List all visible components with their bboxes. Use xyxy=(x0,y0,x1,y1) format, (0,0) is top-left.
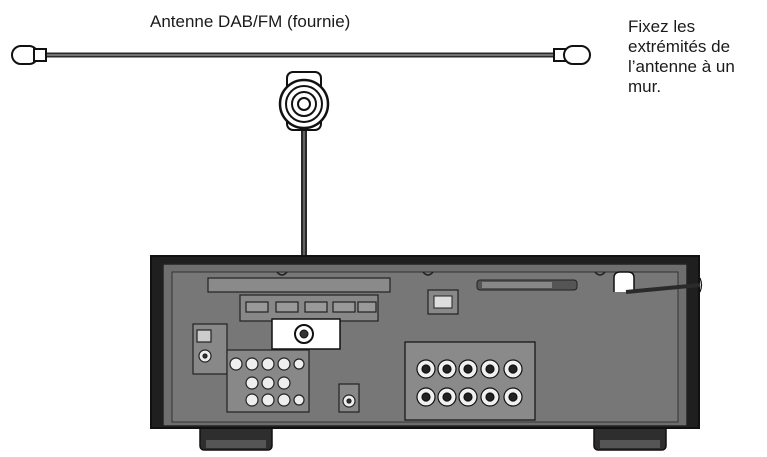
instruction-line-1: Fixez les xyxy=(628,17,696,36)
hdmi-connector-bank xyxy=(207,277,391,322)
rca-jack-grid xyxy=(226,349,310,413)
antenna-right-end xyxy=(553,45,591,65)
antenna-left-end xyxy=(11,45,47,65)
network-port xyxy=(427,289,459,315)
receiver-foot-right xyxy=(593,423,667,451)
antenna-connector xyxy=(278,71,330,131)
antenna-caption: Antenne DAB/FM (fournie) xyxy=(150,12,351,31)
wireless-antenna xyxy=(476,279,578,291)
instruction-line-4: mur. xyxy=(628,77,662,96)
speaker-terminals xyxy=(404,341,536,421)
digital-inputs xyxy=(192,323,228,375)
instruction-caption: Fixez les extrémités de l’antenne à un m… xyxy=(628,17,767,97)
instruction-line-3: l’antenne à un xyxy=(628,57,735,76)
instruction-line-2: extrémités de xyxy=(628,37,731,56)
power-cord xyxy=(613,271,703,294)
subwoofer-output xyxy=(338,383,360,413)
antenna-jack-highlight xyxy=(271,318,341,350)
